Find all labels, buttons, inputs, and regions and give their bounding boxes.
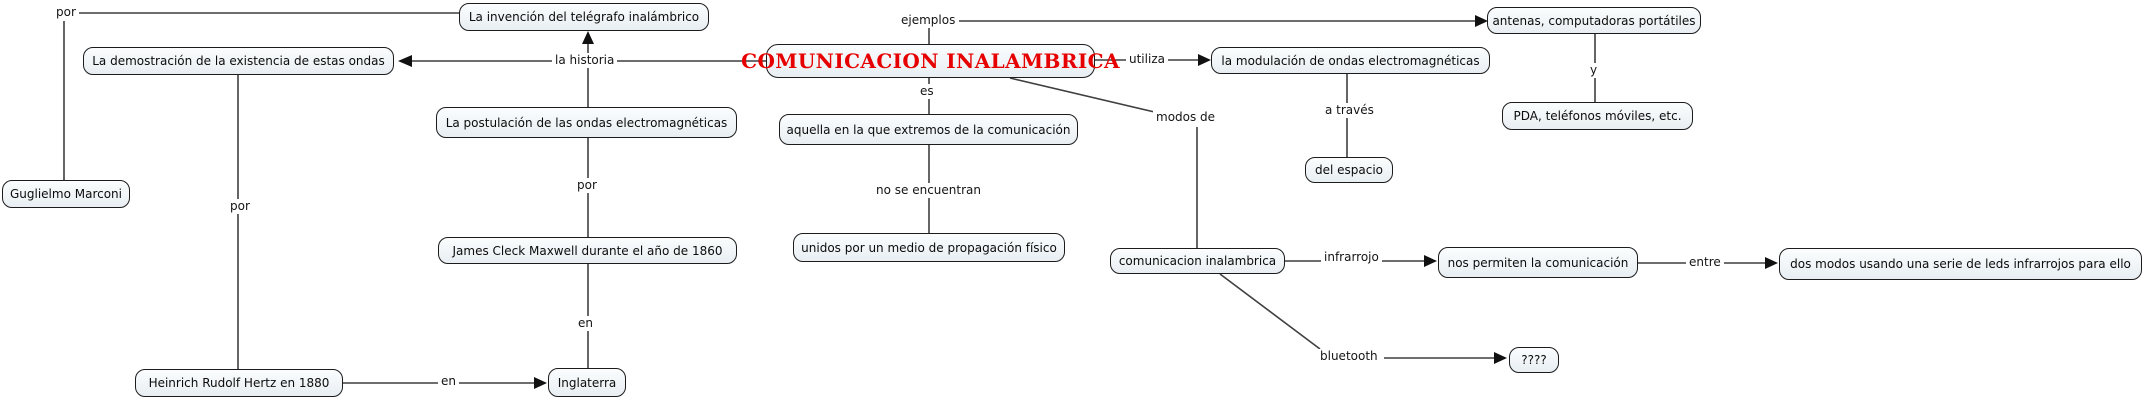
node-heinrich-hertz[interactable]: Heinrich Rudolf Hertz en 1880 — [135, 369, 343, 397]
link-label-a-traves[interactable]: a través — [1322, 103, 1377, 118]
link-label-ejemplos[interactable]: ejemplos — [898, 13, 959, 28]
node-interrogantes[interactable]: ???? — [1509, 347, 1559, 373]
link-label-infrarrojo[interactable]: infrarrojo — [1321, 250, 1382, 265]
link-label-modos-de[interactable]: modos de — [1153, 110, 1219, 125]
link-label-utiliza[interactable]: utiliza — [1126, 52, 1168, 67]
link-label-por-marconi[interactable]: por — [53, 5, 79, 20]
link-label-en-hertz[interactable]: en — [438, 374, 459, 389]
node-dos-modos-leds[interactable]: dos modos usando una serie de leds infra… — [1779, 248, 2142, 280]
node-pda-telefonos[interactable]: PDA, teléfonos móviles, etc. — [1502, 102, 1693, 130]
node-antenas-computadoras[interactable]: antenas, computadoras portátiles — [1487, 7, 1701, 34]
link-label-bluetooth[interactable]: bluetooth — [1317, 349, 1381, 364]
node-postulacion-ondas[interactable]: La postulación de las ondas electromagné… — [436, 107, 737, 138]
node-guglielmo-marconi[interactable]: Guglielmo Marconi — [2, 180, 130, 208]
node-comunicacion-inalambrica-title[interactable]: COMUNICACION INALAMBRICA — [741, 44, 1119, 78]
node-del-espacio[interactable]: del espacio — [1305, 157, 1393, 183]
node-invencion-telegrafo[interactable]: La invención del telégrafo inalámbrico — [459, 3, 709, 31]
node-james-maxwell[interactable]: James Cleck Maxwell durante el año de 18… — [438, 237, 737, 264]
node-aquella-extremos[interactable]: aquella en la que extremos de la comunic… — [779, 114, 1078, 145]
node-inglaterra[interactable]: Inglaterra — [548, 368, 626, 397]
link-label-por-postulacion[interactable]: por — [574, 178, 600, 193]
node-demostracion-ondas[interactable]: La demostración de la existencia de esta… — [83, 47, 394, 75]
node-modulacion-ondas[interactable]: la modulación de ondas electromagnéticas — [1211, 47, 1490, 74]
node-nos-permiten[interactable]: nos permiten la comunicación — [1438, 247, 1638, 278]
link-label-es[interactable]: es — [917, 84, 937, 99]
link-label-la-historia[interactable]: la historia — [552, 53, 618, 68]
link-label-y[interactable]: y — [1587, 63, 1601, 78]
link-label-entre[interactable]: entre — [1686, 255, 1724, 270]
link-label-por-demostracion[interactable]: por — [227, 199, 253, 214]
link-label-no-se-encuentran[interactable]: no se encuentran — [873, 183, 984, 198]
node-comunicacion-inalambrica[interactable]: comunicacion inalambrica — [1110, 248, 1285, 274]
link-label-en-maxwell[interactable]: en — [575, 316, 596, 331]
node-unidos-medio-fisico[interactable]: unidos por un medio de propagación físic… — [793, 233, 1065, 262]
